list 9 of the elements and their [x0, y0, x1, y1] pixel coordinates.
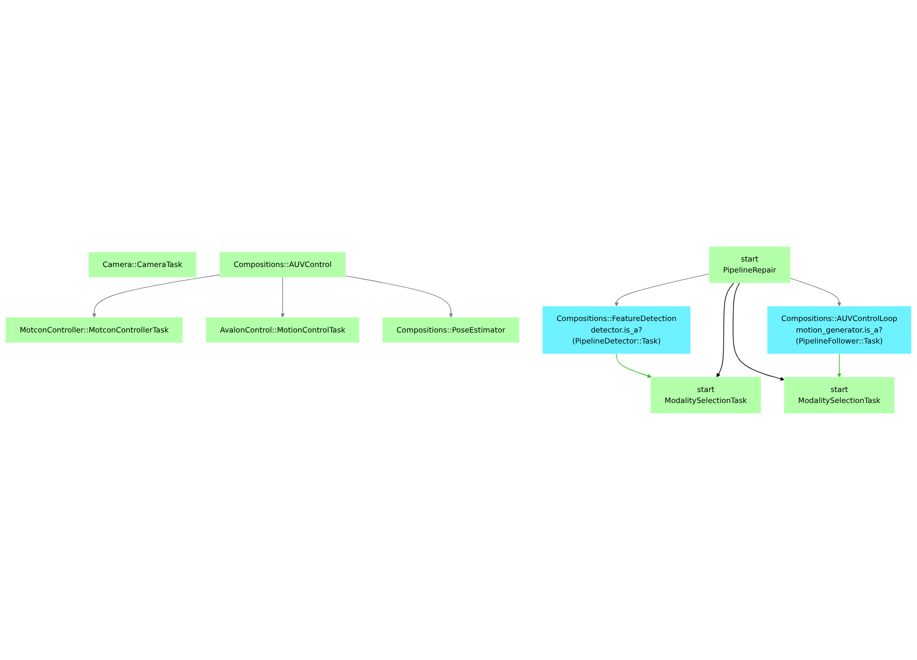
arrow — [92, 274, 220, 318]
arrow — [345, 276, 453, 318]
arrow — [732, 282, 784, 381]
arrow — [716, 282, 734, 378]
arrow — [790, 278, 842, 306]
arrow — [616, 353, 652, 378]
arrow — [837, 353, 842, 378]
arrow — [280, 276, 285, 318]
arrow — [614, 273, 710, 306]
